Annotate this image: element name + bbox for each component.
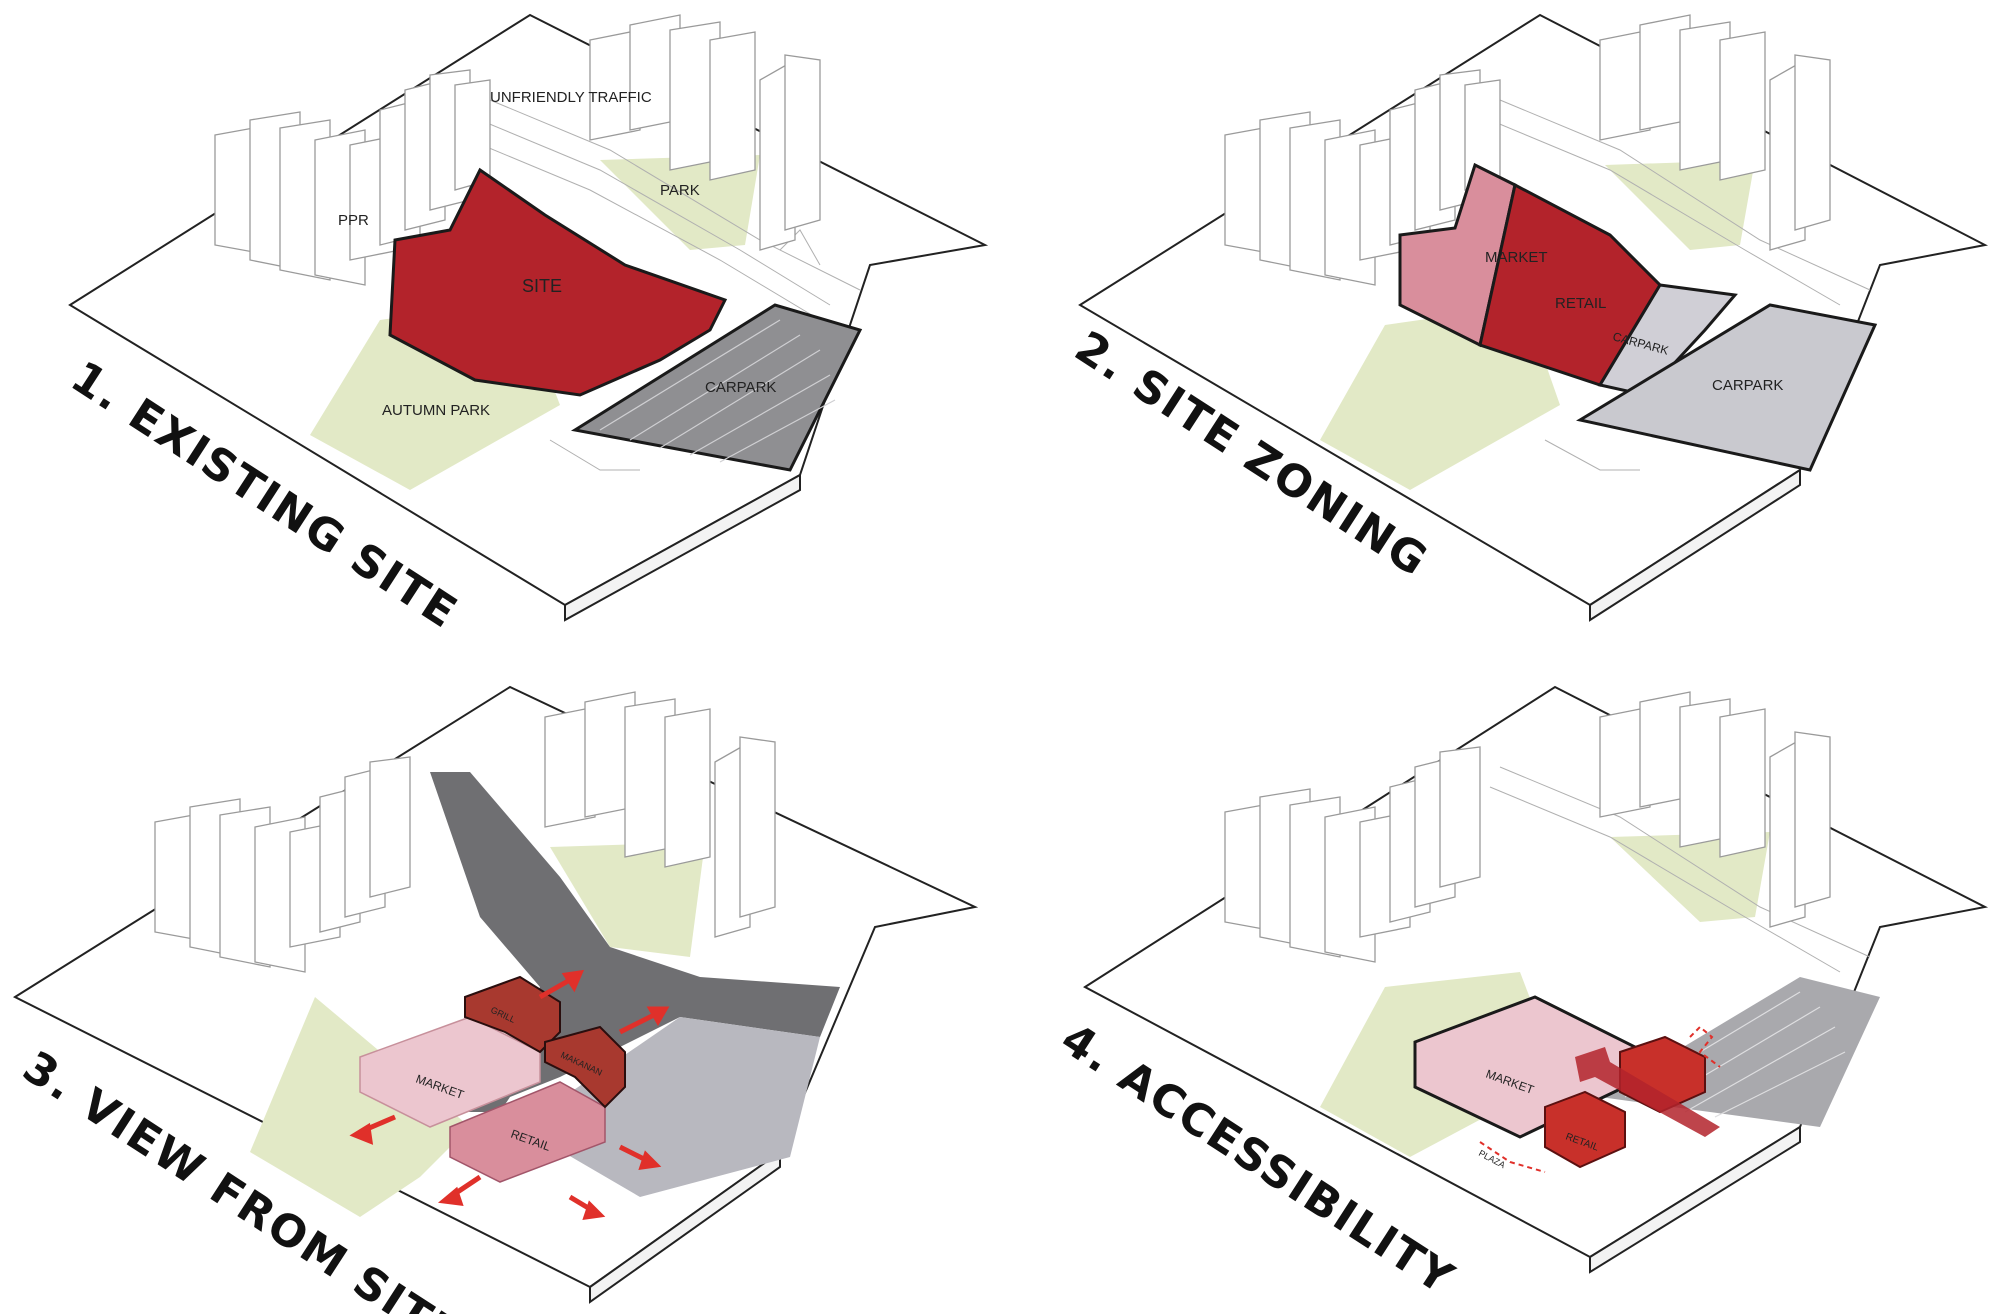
view-from-site-drawing: MARKET RETAIL GRILL MAKANAN 3. VIEW FROM…: [12, 685, 979, 1314]
access-path-lower: [1479, 1141, 1546, 1173]
panel-view-from-site: MARKET RETAIL GRILL MAKANAN 3. VIEW FROM…: [0, 657, 1000, 1314]
towers-right: [1599, 14, 1831, 251]
access-path: [1689, 1025, 1721, 1068]
accessibility-drawing: MARKET RETAIL PLAZA 4. ACCESSIBILITY: [1052, 685, 1989, 1305]
ppr-towers: [154, 756, 411, 973]
road-lines: [469, 99, 861, 471]
makanan-block: [544, 1025, 626, 1109]
panel-site-zoning: MARKET RETAIL CARPARK CARPARK 2. SITE ZO…: [1000, 0, 2000, 657]
ppr-towers: [1224, 746, 1481, 963]
park-top: [550, 842, 705, 957]
label-carpark: CARPARK: [1712, 377, 1783, 394]
carpark-area: [1576, 303, 1878, 472]
ppr-towers: [1224, 69, 1501, 286]
park-top: [600, 155, 760, 250]
park-top: [1605, 160, 1755, 250]
towers-right: [1599, 691, 1831, 928]
label-autumn-park: AUTUMN PARK: [382, 402, 490, 419]
panel-accessibility: MARKET RETAIL PLAZA 4. ACCESSIBILITY: [1000, 657, 2000, 1314]
label-retail: RETAIL: [1555, 295, 1606, 312]
label-ppr: PPR: [338, 212, 369, 229]
ground-slab: [1083, 685, 1989, 1259]
label-unfriendly-traffic: UNFRIENDLY TRAFFIC: [490, 89, 652, 106]
label-carpark: CARPARK: [705, 379, 776, 396]
carpark-stripes: [599, 319, 836, 463]
panel-existing-site: UNFRIENDLY TRAFFIC PARK PPR SITE CARPARK…: [0, 0, 1000, 657]
label-site: SITE: [522, 276, 562, 296]
existing-site-drawing: UNFRIENDLY TRAFFIC PARK PPR SITE CARPARK…: [62, 13, 989, 639]
label-park: PARK: [660, 182, 700, 199]
retail-block-a: [1544, 1090, 1626, 1169]
view-arrows: [349, 969, 670, 1221]
towers-right: [589, 14, 821, 251]
towers-right: [544, 691, 776, 938]
label-market: MARKET: [1485, 249, 1548, 266]
site-parcel: [388, 167, 728, 397]
ppr-towers: [214, 69, 491, 286]
site-zoning-drawing: MARKET RETAIL CARPARK CARPARK 2. SITE ZO…: [1066, 13, 1989, 622]
grey-viewshed: [520, 1017, 820, 1197]
park-lower: [250, 997, 470, 1217]
road-lines: [1489, 99, 1871, 471]
carpark-area: [570, 303, 863, 472]
access-arrow: [1575, 1047, 1720, 1137]
retail-block: [449, 1081, 606, 1183]
road-lines: [1489, 766, 1871, 973]
